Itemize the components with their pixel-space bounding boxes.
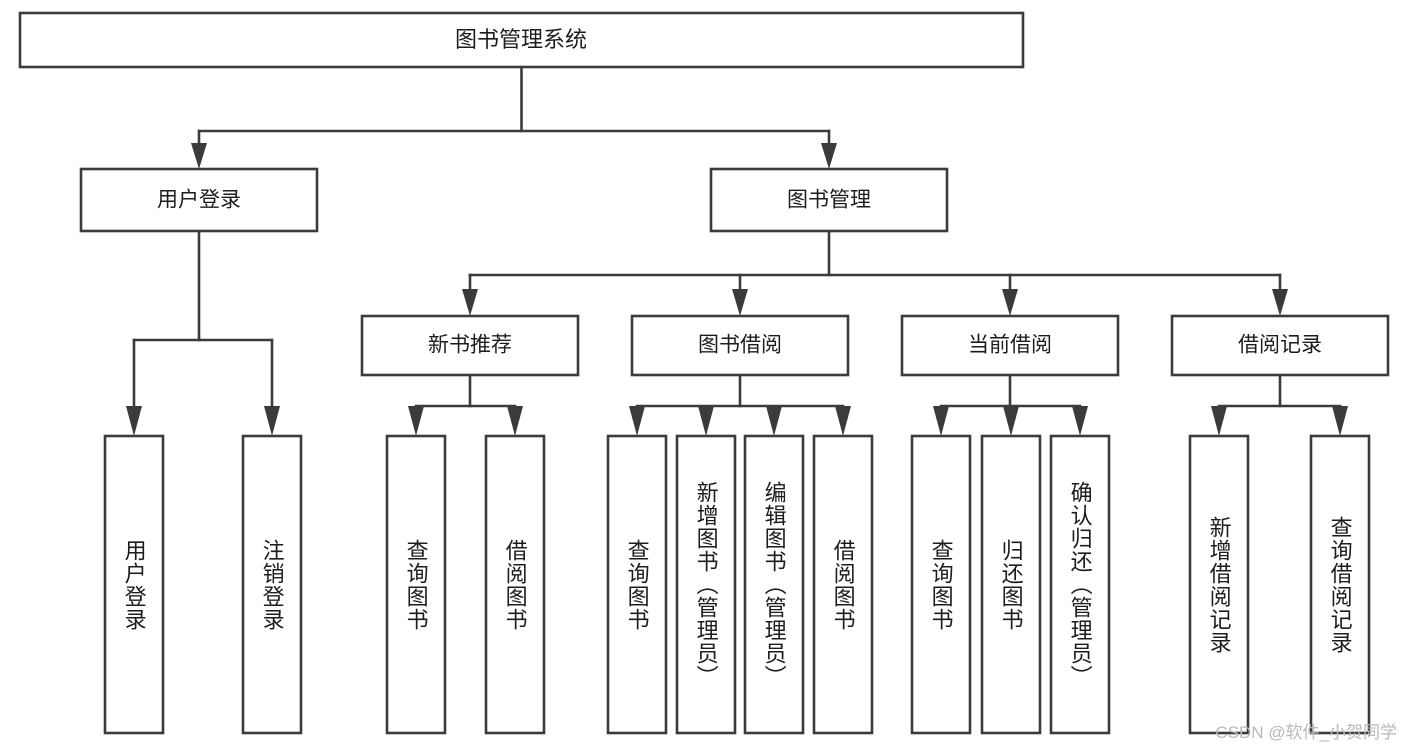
arrow-head-leaf-add-book bbox=[698, 406, 714, 436]
arrow-head-current-borrow bbox=[1002, 289, 1018, 316]
connector-layer bbox=[126, 65, 1348, 436]
arrow-head-borrow-record bbox=[1272, 289, 1288, 316]
node-leaf-query-record-box[interactable] bbox=[1309, 434, 1371, 735]
node-book-borrow-label: 图书借阅 bbox=[698, 334, 782, 357]
node-current-borrow-label: 当前借阅 bbox=[968, 334, 1052, 357]
node-book-manage-box[interactable] bbox=[709, 167, 949, 233]
node-root-label: 图书管理系统 bbox=[455, 27, 587, 52]
node-leaf-add-record-box[interactable] bbox=[1188, 434, 1250, 735]
node-layer: 图书管理系统 用户登录 图书管理 新书推荐 图书借阅 当前 bbox=[18, 11, 1390, 735]
node-leaf-query-book-2-box[interactable] bbox=[606, 434, 668, 735]
node-borrow-record[interactable]: 借阅记录 bbox=[1170, 314, 1390, 377]
node-book-borrow-box[interactable] bbox=[630, 314, 850, 377]
node-leaf-query-book-3-box[interactable] bbox=[910, 434, 972, 735]
node-user-login[interactable]: 用户登录 bbox=[79, 167, 319, 233]
node-leaf-return-book-box[interactable] bbox=[980, 434, 1042, 735]
arrow-head-leaf-logout bbox=[264, 406, 280, 436]
arrow-head-leaf-edit-book bbox=[766, 406, 782, 436]
arrow-head-book-borrow bbox=[732, 289, 748, 316]
node-new-book-rec[interactable]: 新书推荐 bbox=[360, 314, 580, 377]
arrow-head-leaf-add-record bbox=[1211, 406, 1227, 436]
node-current-borrow-box[interactable] bbox=[900, 314, 1120, 377]
node-leaf-logout-box[interactable] bbox=[241, 434, 303, 735]
node-current-borrow[interactable]: 当前借阅 bbox=[900, 314, 1120, 377]
arrow-head-user-login bbox=[191, 143, 207, 169]
node-root[interactable]: 图书管理系统 bbox=[18, 11, 1025, 69]
arrow-head-new-book-rec bbox=[462, 289, 478, 316]
watermark-text: CSDN @软件_小贺同学 bbox=[1215, 723, 1397, 742]
arrow-head-leaf-query-book-3 bbox=[933, 406, 949, 436]
arrow-head-book-manage bbox=[821, 143, 837, 169]
node-user-login-label: 用户登录 bbox=[157, 189, 241, 212]
arrow-head-leaf-borrow-book-2 bbox=[835, 406, 851, 436]
node-new-book-rec-box[interactable] bbox=[360, 314, 580, 377]
node-leaf-user-login-box[interactable] bbox=[103, 434, 165, 735]
node-book-borrow[interactable]: 图书借阅 bbox=[630, 314, 850, 377]
node-leaf-confirm-return-box[interactable] bbox=[1049, 434, 1111, 735]
arrow-head-leaf-confirm-return bbox=[1072, 406, 1088, 436]
node-leaf-edit-book-box[interactable] bbox=[743, 434, 805, 735]
arrow-head-leaf-return-book bbox=[1003, 406, 1019, 436]
node-user-login-box[interactable] bbox=[79, 167, 319, 233]
node-root-box[interactable] bbox=[18, 11, 1025, 69]
arrow-head-leaf-user-login bbox=[126, 406, 142, 436]
node-borrow-record-label: 借阅记录 bbox=[1238, 334, 1322, 357]
node-leaf-query-book-1-box[interactable] bbox=[385, 434, 447, 735]
arrow-head-leaf-query-book-1 bbox=[408, 406, 424, 436]
node-borrow-record-box[interactable] bbox=[1170, 314, 1390, 377]
node-new-book-rec-label: 新书推荐 bbox=[428, 334, 512, 357]
node-leaf-borrow-book-2-box[interactable] bbox=[812, 434, 874, 735]
node-book-manage[interactable]: 图书管理 bbox=[709, 167, 949, 233]
arrow-head-leaf-borrow-book-1 bbox=[507, 406, 523, 436]
node-leaf-add-book-box[interactable] bbox=[675, 434, 737, 735]
node-leaf-borrow-book-1-box[interactable] bbox=[484, 434, 546, 735]
arrow-head-leaf-query-record bbox=[1332, 406, 1348, 436]
arrow-head-leaf-query-book-2 bbox=[629, 406, 645, 436]
node-book-manage-label: 图书管理 bbox=[787, 189, 871, 212]
